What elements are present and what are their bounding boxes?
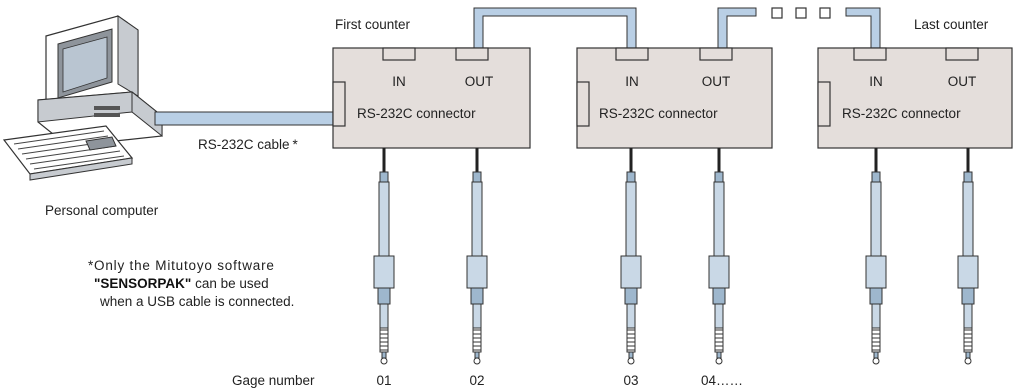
in-port bbox=[382, 47, 416, 61]
personal-computer-label: Personal computer bbox=[45, 203, 159, 218]
chain-continuation-square-2 bbox=[795, 7, 807, 19]
gage-number-label: Gage number bbox=[232, 373, 315, 388]
chain-continuation-square-1 bbox=[771, 7, 783, 19]
rs232c-cable bbox=[154, 111, 334, 126]
gage-probe-5 bbox=[865, 148, 887, 365]
gage-probe-3 bbox=[620, 148, 642, 365]
footnote-line-3: when a USB cable is connected. bbox=[99, 294, 294, 309]
out-port bbox=[945, 47, 979, 61]
footnote-line-2: "SENSORPAK" can be used bbox=[94, 276, 269, 291]
connector-label: RS-232C connector bbox=[842, 106, 961, 121]
out-port bbox=[699, 47, 733, 61]
connector-label: RS-232C connector bbox=[599, 106, 718, 121]
rs232c-cable-label: RS-232C cable* bbox=[198, 137, 299, 152]
in-label: IN bbox=[625, 74, 639, 89]
gage-probe-2 bbox=[466, 148, 488, 365]
counter-last: IN OUT RS-232C connector bbox=[817, 47, 1013, 149]
in-label: IN bbox=[869, 74, 883, 89]
footnote-line-1: *Only the Mitutoyo software bbox=[88, 258, 275, 273]
chain-cable-1-2 bbox=[473, 7, 637, 49]
in-port bbox=[615, 47, 649, 61]
gage-number-02: 02 bbox=[469, 373, 484, 388]
gage-probe-1 bbox=[373, 148, 395, 365]
in-label: IN bbox=[392, 74, 406, 89]
rs232c-port bbox=[817, 81, 831, 127]
counter-second: IN OUT RS-232C connector bbox=[576, 47, 773, 149]
personal-computer-illustration bbox=[2, 15, 163, 181]
chain-continuation-square-3 bbox=[819, 7, 831, 19]
rs232c-port bbox=[332, 81, 346, 127]
in-port bbox=[853, 47, 887, 61]
chain-cable-2-next bbox=[717, 7, 757, 49]
out-label: OUT bbox=[465, 74, 494, 89]
gage-probe-6 bbox=[957, 148, 979, 365]
out-label: OUT bbox=[948, 74, 977, 89]
counter-first: IN OUT RS-232C connector bbox=[332, 47, 531, 149]
connector-label: RS-232C connector bbox=[357, 106, 476, 121]
gage-number-03: 03 bbox=[623, 373, 638, 388]
usb-footnote: *Only the Mitutoyo software "SENSORPAK" … bbox=[88, 258, 294, 309]
gage-number-01: 01 bbox=[376, 373, 391, 388]
out-port bbox=[455, 47, 489, 61]
last-counter-label: Last counter bbox=[914, 17, 989, 32]
gage-number-04: 04…… bbox=[701, 373, 743, 388]
chain-cable-prev-last bbox=[845, 7, 881, 49]
first-counter-label: First counter bbox=[335, 17, 411, 32]
rs232c-port bbox=[576, 81, 590, 127]
gage-probe-4 bbox=[708, 148, 730, 365]
gage-probes bbox=[373, 148, 979, 365]
out-label: OUT bbox=[702, 74, 731, 89]
